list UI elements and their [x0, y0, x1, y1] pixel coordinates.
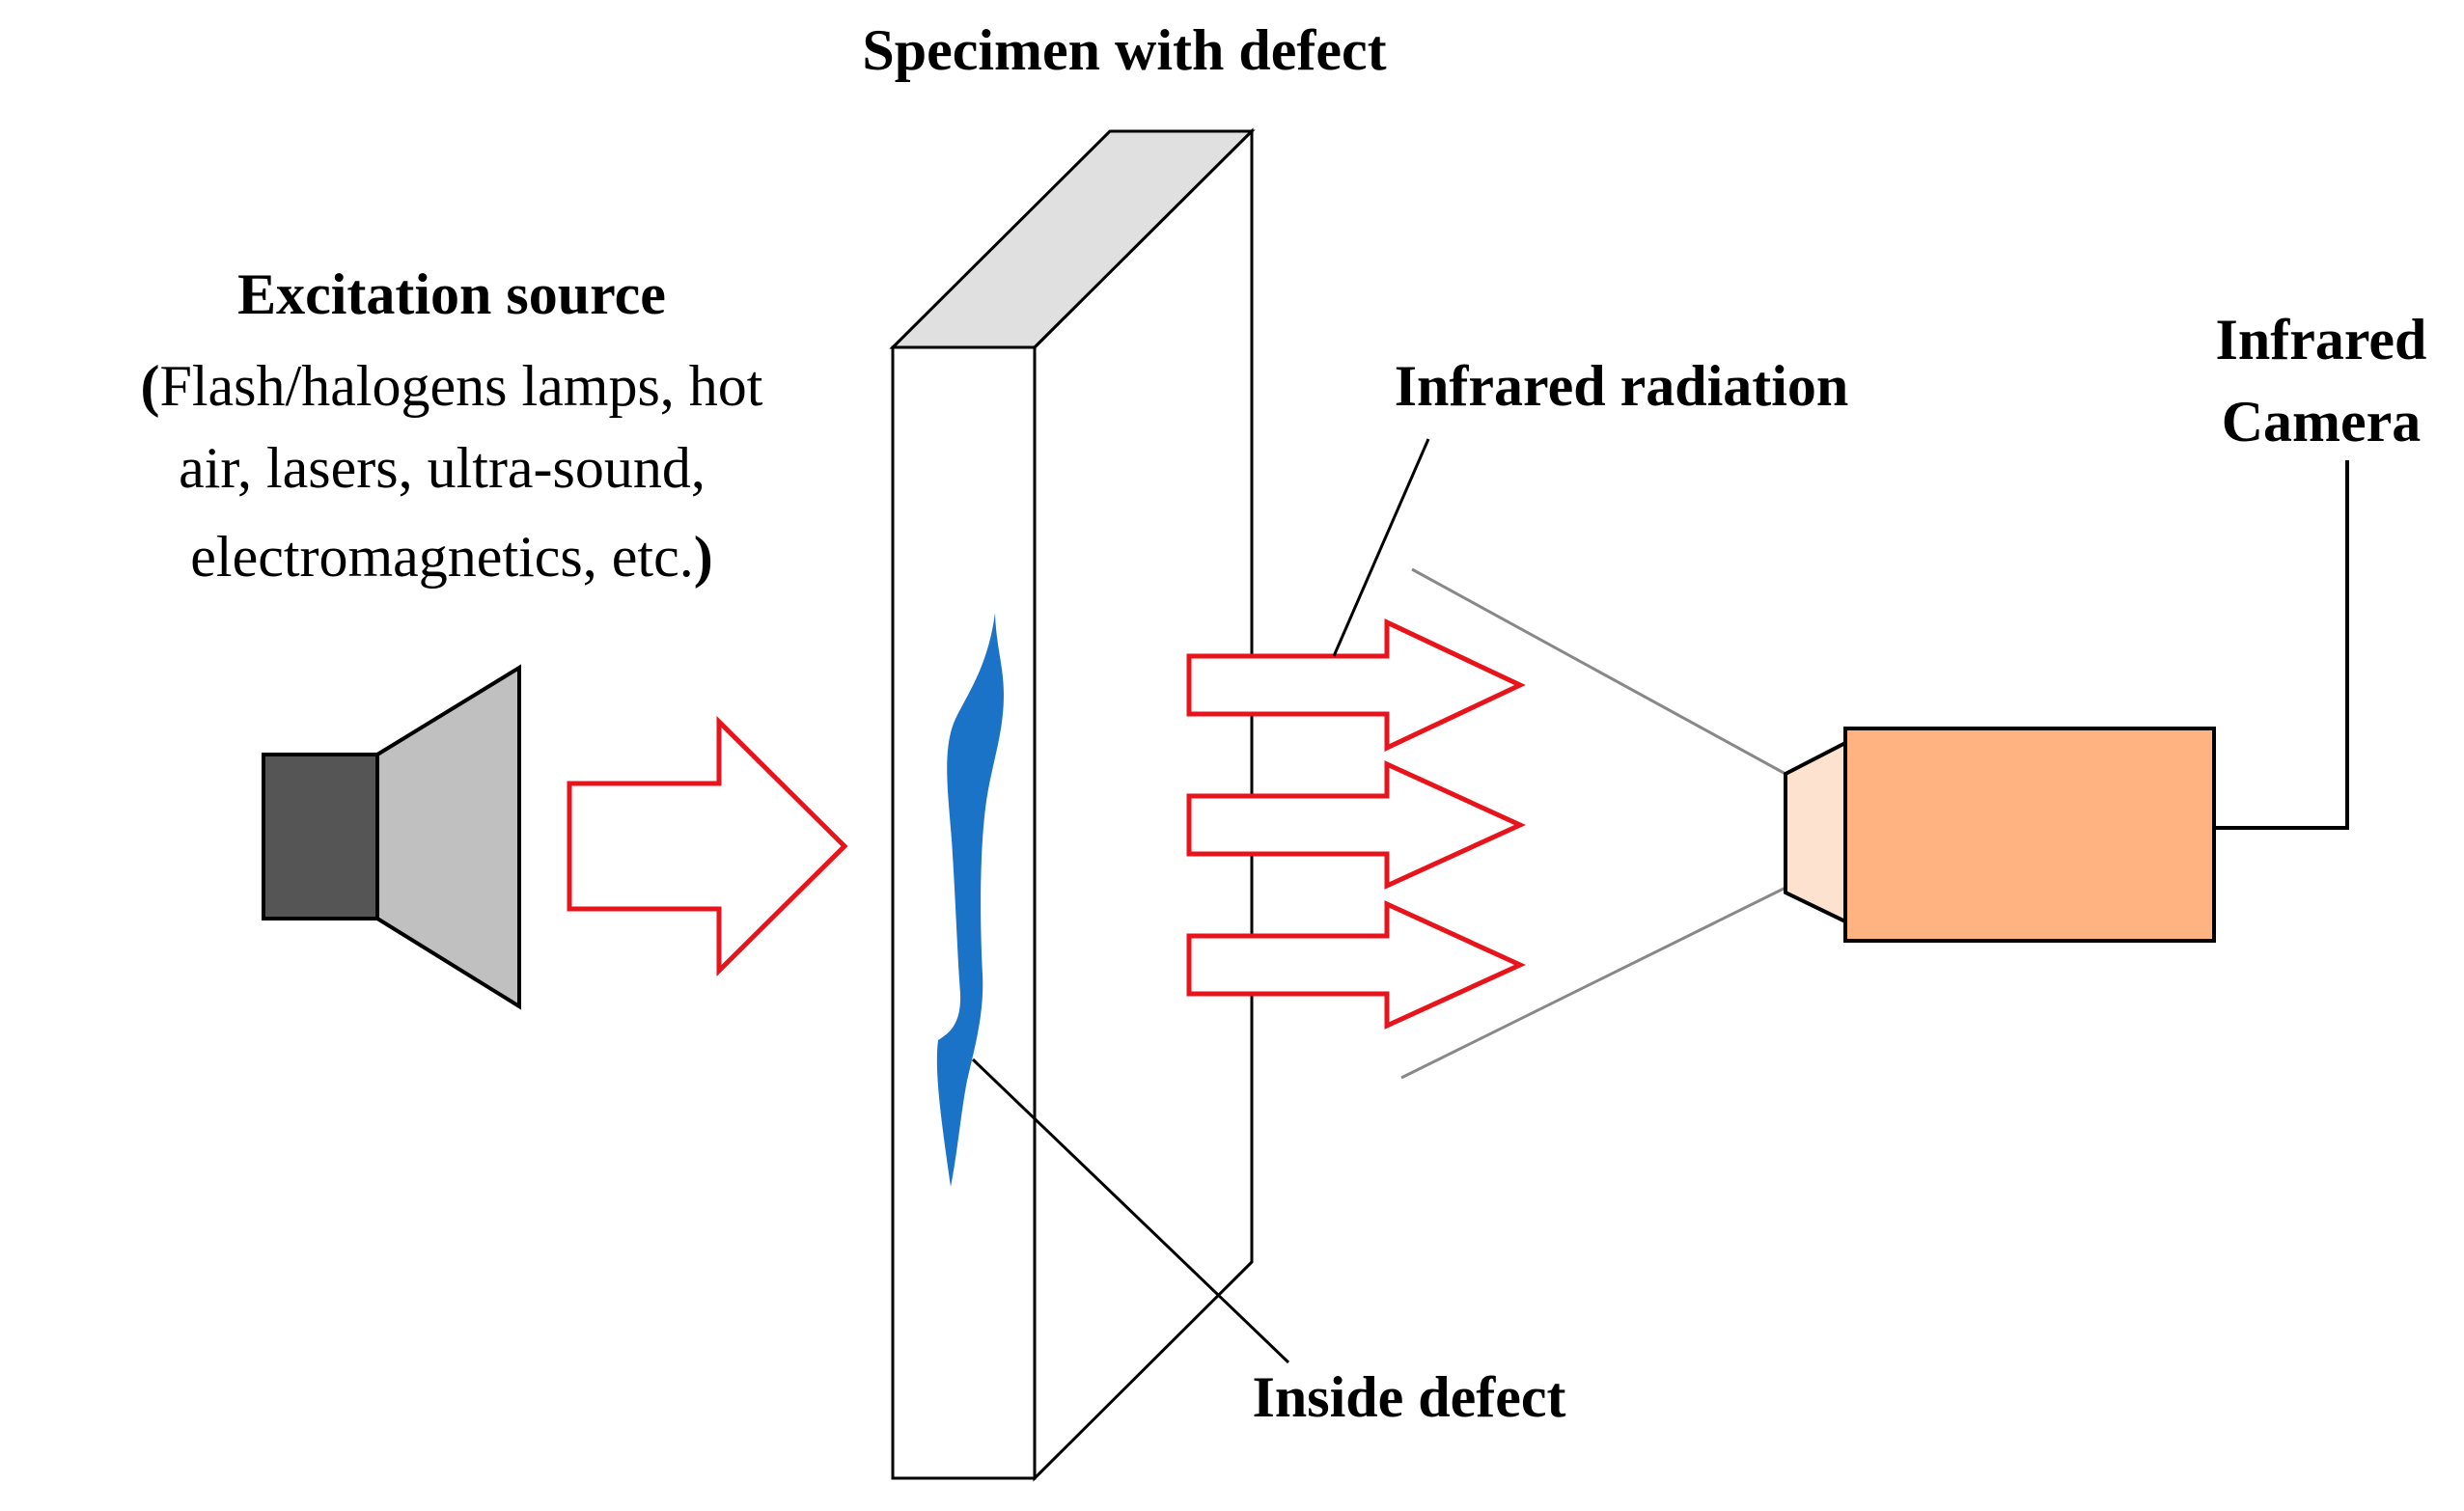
camera-label-line-2: Camera	[2222, 390, 2422, 453]
fov-line-bottom	[1400, 886, 1786, 1080]
excitation-line-1: (Flash/halogens lamps, hot	[141, 354, 763, 418]
leader-camera	[2214, 460, 2349, 830]
specimen-label: Specimen with defect	[862, 18, 1386, 82]
defect-shape	[936, 613, 1004, 1187]
inside-defect-label: Inside defect	[1253, 1365, 1566, 1429]
excitation-title: Excitation source	[237, 262, 666, 326]
leader-inside-defect	[971, 1058, 1290, 1364]
camera-lens	[1784, 739, 1847, 925]
excitation-close-paren: )	[694, 525, 713, 589]
camera-icon	[1784, 727, 2216, 943]
leader-infrared-radiation	[1332, 438, 1430, 657]
infrared-arrows	[1186, 618, 1527, 1030]
fov-line-top	[1411, 567, 1786, 776]
camera-body	[1843, 727, 2216, 943]
speaker-body	[262, 753, 379, 920]
excitation-line-3-text: electromagnetics, etc.	[190, 525, 693, 589]
speaker-cone	[375, 664, 521, 1010]
camera-label-line-1: Infrared	[2216, 308, 2427, 371]
speaker-icon	[262, 664, 521, 1010]
ir-arrow-1	[1186, 618, 1526, 752]
excitation-arrow	[567, 715, 848, 977]
excitation-line-1-text: Flash/halogens lamps, hot	[160, 354, 763, 418]
ir-arrow-2	[1186, 760, 1527, 890]
excitation-line-3: electromagnetics, etc.)	[190, 525, 712, 589]
excitation-line-2: air, lasers, ultra-sound,	[179, 436, 706, 500]
infrared-radiation-label: Infrared radiation	[1395, 354, 1849, 418]
excitation-open-paren: (	[141, 354, 160, 418]
ir-arrow-3	[1186, 900, 1527, 1030]
